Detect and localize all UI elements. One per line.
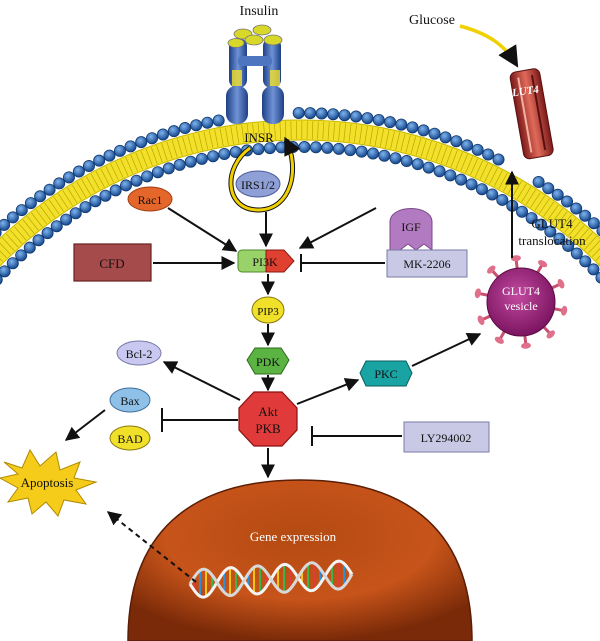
pathway-arrows: [64, 170, 519, 583]
pdk-label: PDK: [256, 355, 280, 369]
dna-to-apoptosis-arrow: [106, 511, 197, 583]
cfd-box: [73, 243, 152, 282]
pi3k-label: PI3K: [252, 255, 278, 269]
bax-node: [109, 387, 151, 413]
pkc-node: [359, 360, 413, 387]
pkc-to-vesicle-arrow: [411, 333, 482, 367]
irs-node: [235, 170, 281, 198]
akt-label-line2: PKB: [255, 421, 281, 436]
nucleus: [127, 479, 473, 641]
pip3-label: PIP3: [257, 306, 279, 318]
mk2206-label: MK-2206: [403, 257, 450, 271]
igf-to-pi3k-arrow: [298, 207, 377, 249]
glucose-label: Glucose: [409, 13, 455, 28]
glut4-transporter-label: GLUT4: [504, 84, 541, 101]
gene-expression-label: Gene expression: [250, 529, 337, 544]
insr-label: INSR: [244, 130, 274, 145]
akt-node: [238, 391, 298, 447]
akt-label-line1: Akt: [258, 404, 278, 419]
insulin-label: Insulin: [240, 4, 279, 19]
insulin-receptor-icon: [226, 38, 284, 124]
insulin-molecules-icon: [227, 24, 283, 48]
rac1-node: [127, 186, 173, 212]
pkc-label: PKC: [374, 367, 397, 381]
cfd-label: CFD: [99, 256, 124, 271]
pdk-node: [246, 347, 290, 375]
ly294002-label: LY294002: [421, 431, 472, 445]
bax-label: Bax: [120, 394, 139, 408]
glut4-vesicle-icon: [474, 255, 568, 349]
bad-label: BAD: [117, 432, 143, 446]
pi3k-node: [237, 249, 295, 273]
ly294002-box: [403, 421, 490, 453]
pip3-node: [251, 296, 285, 324]
glut4-vesicle-label-line2: vesicle: [504, 299, 537, 313]
rac1-label: Rac1: [138, 193, 163, 207]
apoptosis-star: [0, 448, 98, 517]
akt-to-pkc-arrow: [296, 378, 360, 405]
igf-label: IGF: [401, 220, 421, 234]
dna-helix-icon: [188, 559, 354, 599]
glucose-transport-arrow: [459, 24, 519, 68]
bcl2-label: Bcl-2: [126, 347, 153, 361]
bcl2-node: [116, 340, 162, 366]
irs-label: IRS1/2: [241, 178, 275, 192]
glut4-transporter-icon: [509, 68, 554, 160]
akt-to-bcl2-arrow: [162, 361, 241, 401]
bad-node: [109, 425, 151, 451]
cell-membrane: [0, 107, 600, 285]
apoptosis-label: Apoptosis: [21, 475, 74, 490]
mk2206-box: [386, 249, 468, 278]
glut4-translocation-label-line1: GLUT4: [531, 216, 573, 231]
glut4-vesicle-label-line1: GLUT4: [502, 284, 540, 298]
glut4-translocation-label-line2: translocation: [518, 233, 586, 248]
rac1-to-pi3k-arrow: [167, 207, 238, 252]
bax-to-apoptosis-arrow: [64, 409, 106, 441]
